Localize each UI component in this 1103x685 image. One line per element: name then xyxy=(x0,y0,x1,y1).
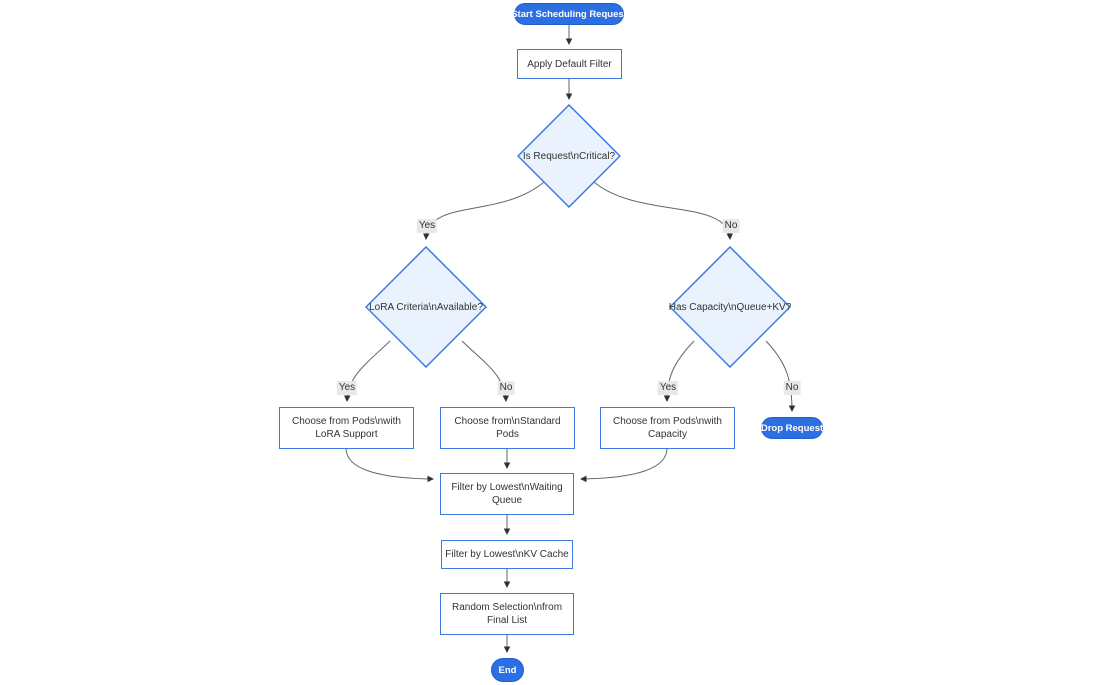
edge-label-lora-no: No xyxy=(497,381,515,395)
node-random-selection-final-list: Random Selection\nfrom Final List xyxy=(440,593,574,635)
node-filter-lowest-kv-cache: Filter by Lowest\nKV Cache xyxy=(441,540,573,569)
node-choose-pods-lora-support: Choose from Pods\nwith LoRA Support xyxy=(279,407,414,449)
node-drop-request: Drop Request xyxy=(761,417,823,439)
node-apply-default-filter: Apply Default Filter xyxy=(517,49,622,79)
edge-lorapods-to-filter xyxy=(345,448,434,483)
edge-label-lora-yes: Yes xyxy=(336,381,358,395)
decision-label: LoRA Criteria\nAvailable? xyxy=(369,301,483,313)
edge-label-critical-yes: Yes xyxy=(416,219,438,233)
edge-label-capacity-no: No xyxy=(783,381,801,395)
node-start: Start Scheduling Request xyxy=(511,3,627,25)
node-has-capacity-queue-kv: Has Capacity\nQueue+KV? xyxy=(669,246,791,368)
edge-label-capacity-yes: Yes xyxy=(657,381,679,395)
edge-capacitypods-to-filter xyxy=(580,448,668,483)
diamond-shape xyxy=(669,246,791,368)
node-end: End xyxy=(491,658,524,682)
node-is-request-critical: Is Request\nCritical? xyxy=(517,104,621,208)
diamond-shape xyxy=(517,104,621,208)
edge-capacity-no xyxy=(765,340,796,412)
decision-label: Is Request\nCritical? xyxy=(522,150,616,162)
node-choose-standard-pods: Choose from\nStandard Pods xyxy=(440,407,575,449)
decision-label: Has Capacity\nQueue+KV? xyxy=(668,301,792,313)
edge-label-critical-no: No xyxy=(722,219,740,233)
diamond-shape xyxy=(365,246,487,368)
node-choose-pods-capacity: Choose from Pods\nwith Capacity xyxy=(600,407,735,449)
node-filter-lowest-waiting-queue: Filter by Lowest\nWaiting Queue xyxy=(440,473,574,515)
node-lora-criteria-available: LoRA Criteria\nAvailable? xyxy=(365,246,487,368)
